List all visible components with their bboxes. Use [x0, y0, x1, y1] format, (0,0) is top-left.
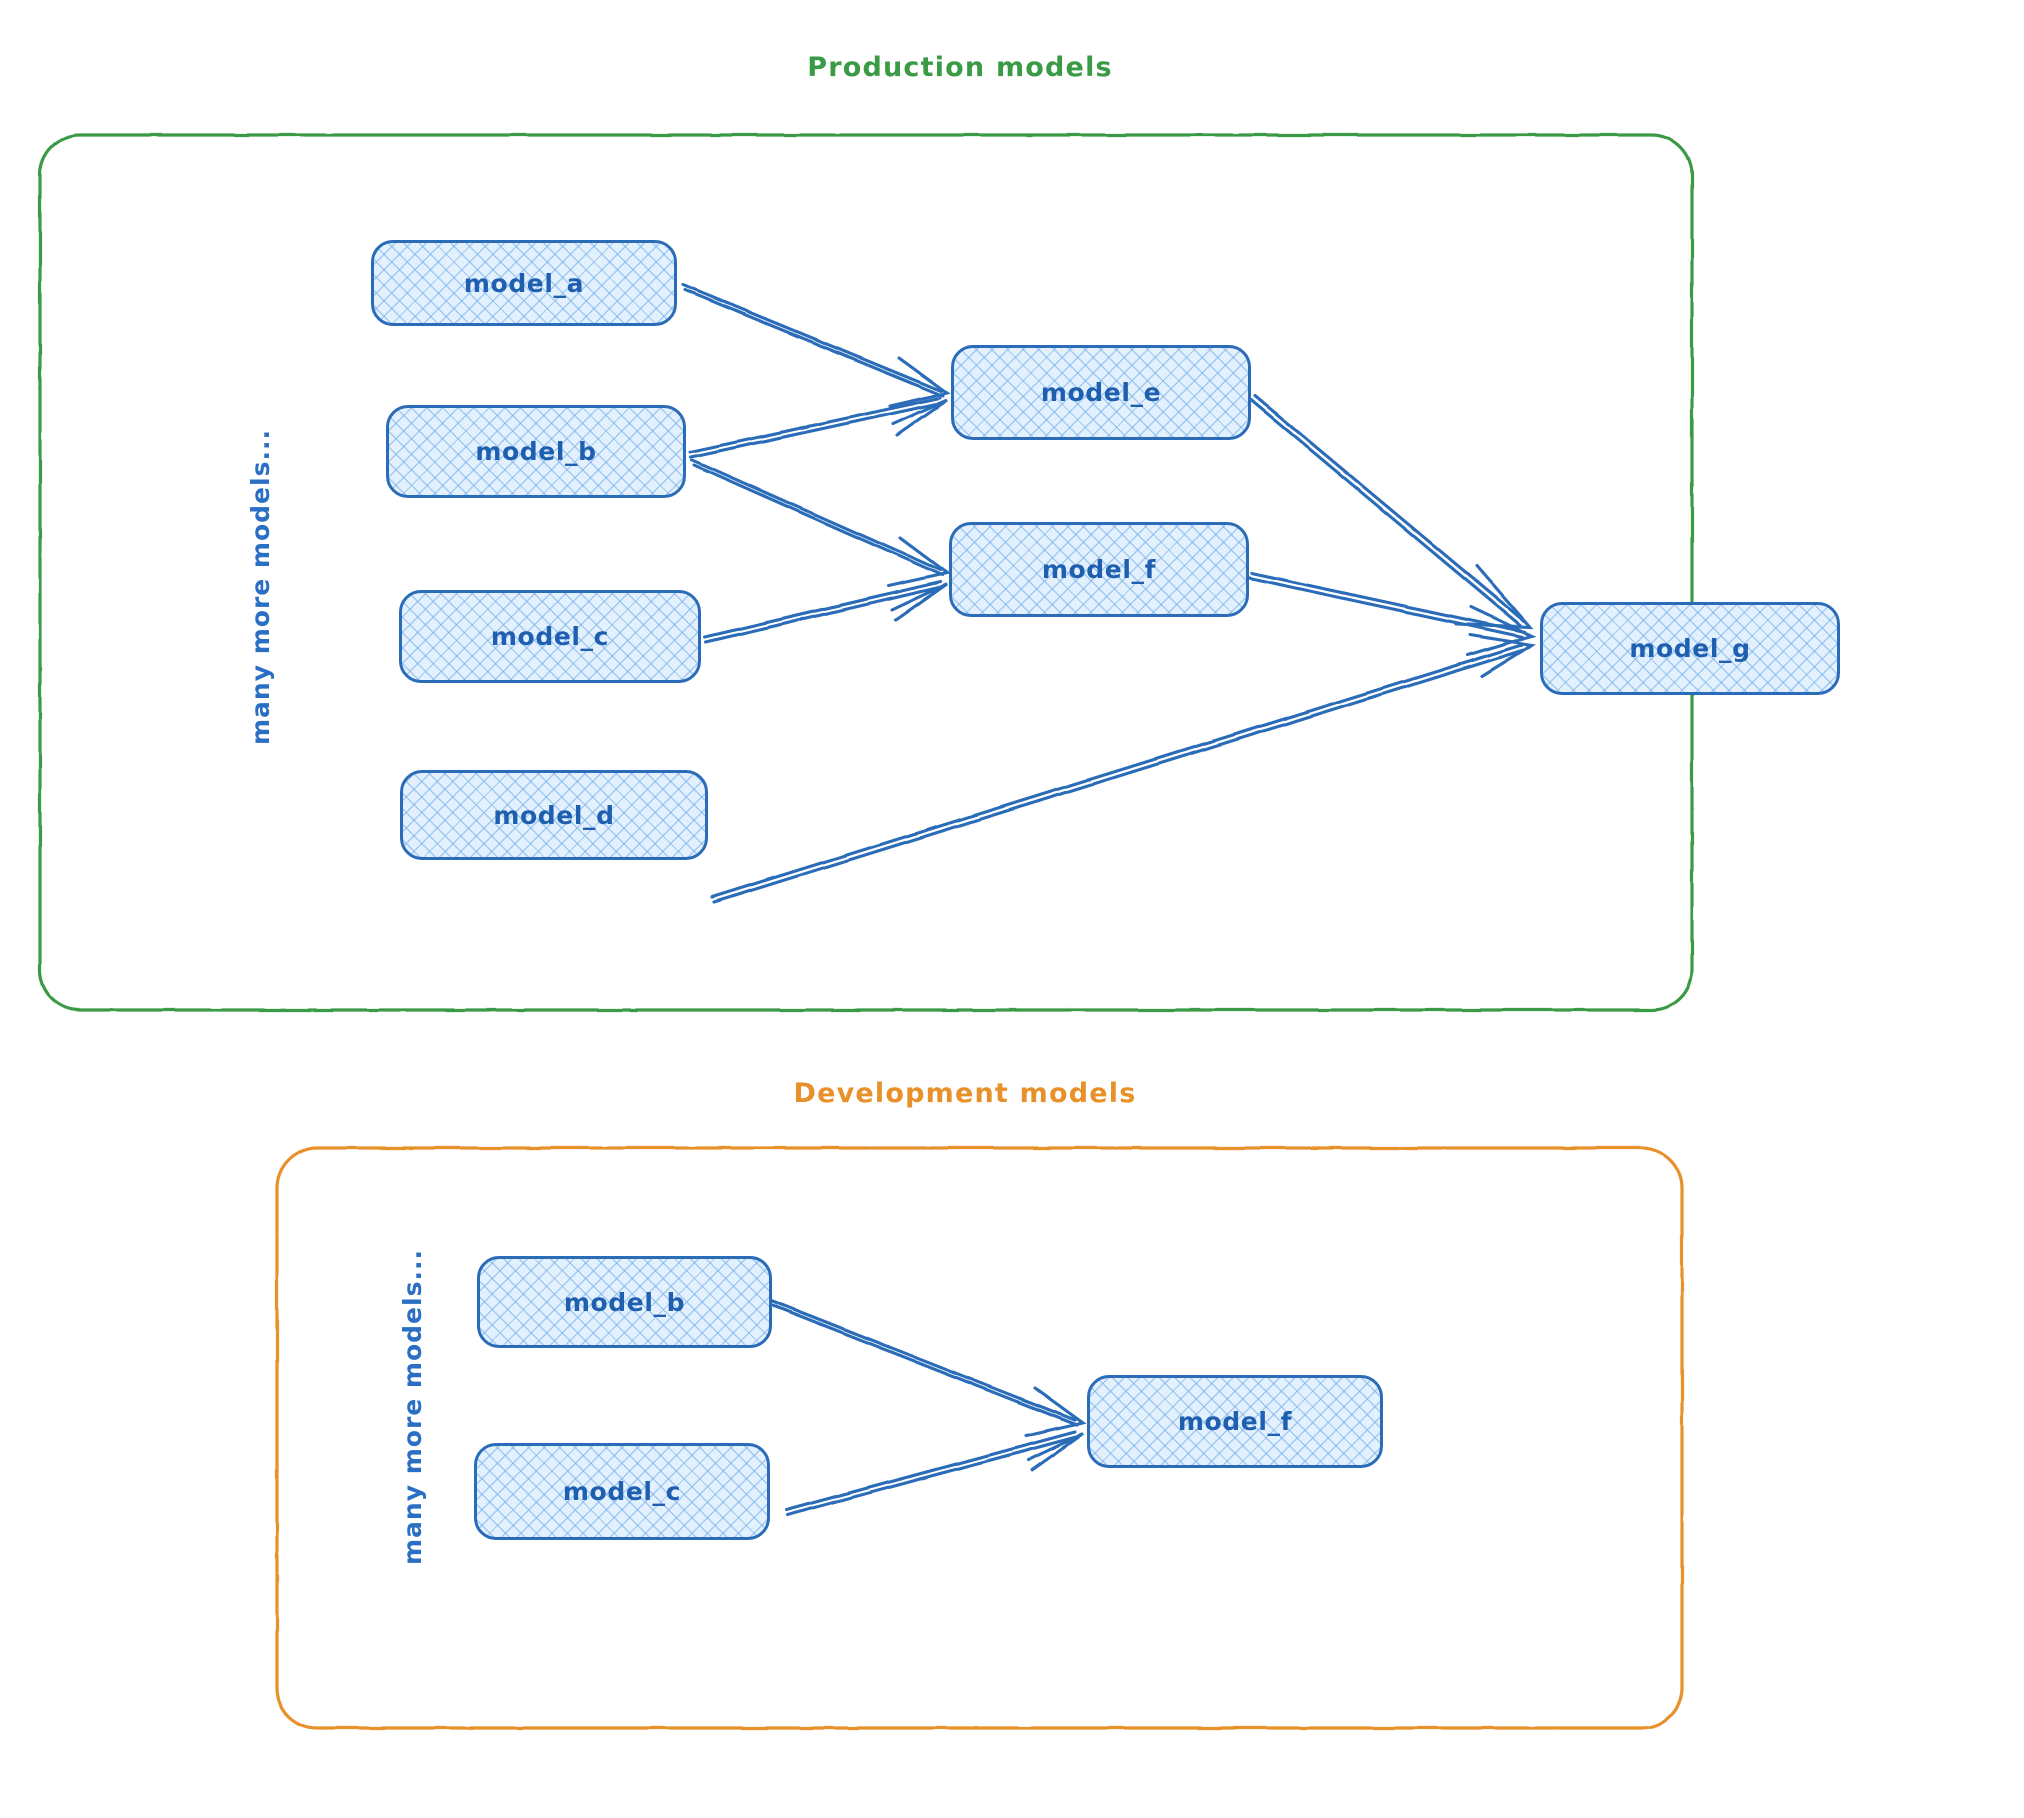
edge-dev-model-c-to-model-f	[784, 1430, 1084, 1517]
edge-model-f-to-model-g	[1247, 571, 1537, 657]
node-label: model_f	[1177, 1407, 1293, 1436]
node-label: model_b	[563, 1287, 686, 1317]
node-label: model_d	[493, 800, 615, 830]
node-production-model-g[interactable]: model_g	[1540, 602, 1840, 695]
node-development-model-b[interactable]: model_b	[477, 1256, 772, 1348]
development-group-title: Development models	[793, 1078, 1137, 1109]
node-label: model_b	[475, 437, 597, 466]
edge-model-e-to-model-g	[1249, 394, 1534, 629]
node-development-model-f[interactable]: model_f	[1087, 1375, 1383, 1468]
edge-model-b-to-model-e	[688, 396, 948, 459]
node-label: model_c	[490, 622, 610, 651]
development-group-container	[275, 1146, 1684, 1730]
production-group-title: Production models	[807, 52, 1113, 83]
production-group-container	[38, 133, 1694, 1012]
node-label: model_g	[1629, 634, 1751, 663]
node-production-model-c[interactable]: model_c	[399, 590, 701, 683]
edge-model-b-to-model-f	[690, 458, 951, 588]
node-label: model_f	[1041, 555, 1157, 584]
edge-model-d-to-model-g	[710, 633, 1537, 904]
edge-model-a-to-model-e	[681, 283, 951, 408]
development-many-more-models-label: many more models...	[398, 1249, 427, 1565]
edge-model-c-to-model-f	[703, 580, 948, 644]
node-development-model-c[interactable]: model_c	[474, 1443, 770, 1540]
node-label: model_e	[1040, 378, 1162, 407]
node-production-model-f[interactable]: model_f	[949, 522, 1249, 617]
node-production-model-a[interactable]: model_a	[371, 240, 677, 326]
edge-dev-model-b-to-model-f	[768, 1298, 1087, 1438]
node-label: model_a	[463, 268, 585, 298]
node-production-model-d[interactable]: model_d	[400, 770, 708, 860]
production-many-more-models-label: many more models...	[246, 429, 275, 745]
node-label: model_c	[562, 1477, 682, 1506]
node-production-model-b[interactable]: model_b	[386, 405, 686, 498]
node-production-model-e[interactable]: model_e	[951, 345, 1251, 440]
